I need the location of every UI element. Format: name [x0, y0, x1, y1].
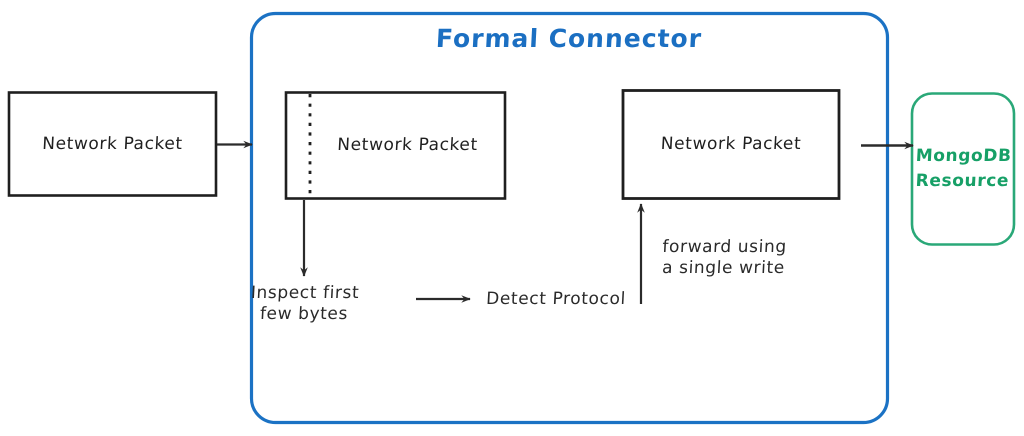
forward-using-single-write-note: forward using a single write — [661, 237, 788, 278]
forwarded-packet-label: Network Packet — [660, 134, 802, 155]
formal-connector-container — [249, 11, 890, 425]
mongodb-resource-label: MongoDB Resource — [915, 146, 1013, 191]
incoming-packet-label: Network Packet — [41, 133, 184, 154]
inspect-first-few-bytes-note: Inspect first few bytes — [250, 283, 360, 324]
inspected-packet-label: Network Packet — [336, 135, 479, 156]
detect-protocol-note: Detect Protocol — [485, 288, 627, 309]
formal-connector-title: Formal Connector — [435, 23, 703, 53]
